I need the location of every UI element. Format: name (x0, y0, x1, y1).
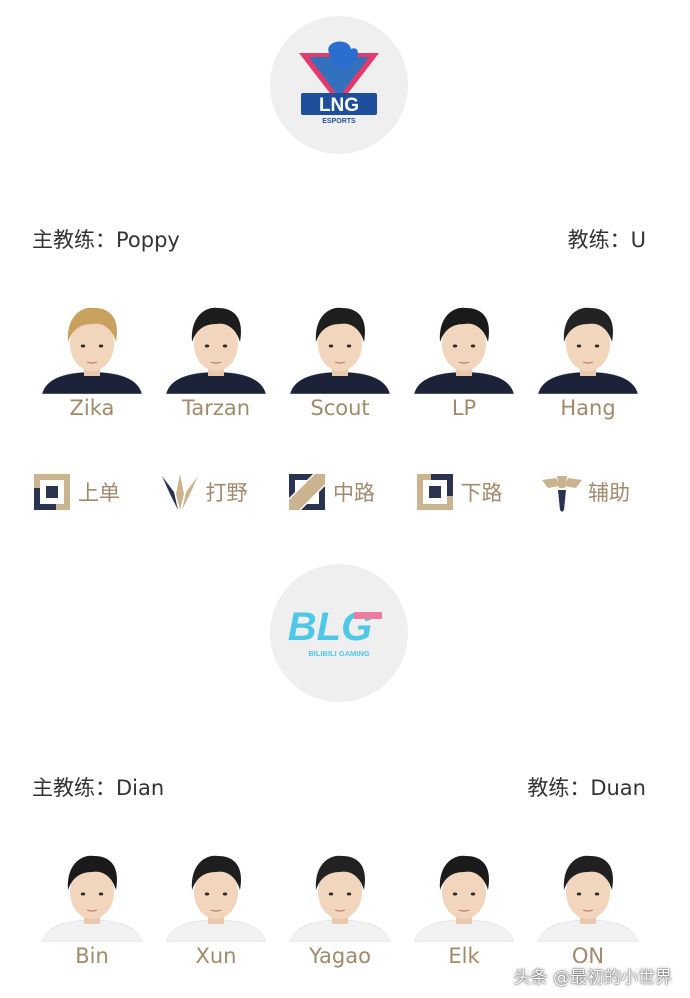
player-name: ON (571, 944, 605, 968)
player-portrait (165, 307, 267, 394)
jungle-icon (161, 474, 198, 510)
role-label: 辅助 (588, 481, 630, 505)
player-card: Zika (30, 298, 154, 420)
player-card: Scout (278, 298, 402, 420)
role-bot: 下路 (413, 470, 503, 514)
role-label: 上单 (78, 481, 120, 505)
player-portrait (41, 855, 143, 942)
player-card: ON (526, 846, 650, 968)
player-card: LP (402, 298, 526, 420)
team2-coach: 教练：Duan (527, 776, 646, 800)
role-support: 辅助 (540, 470, 630, 514)
player-card: Hang (526, 298, 650, 420)
team1-coach-row: 主教练：Poppy 教练：U (32, 224, 646, 254)
role-legend: 上单 打野 中路 下路 辅助 (30, 470, 630, 514)
role-label: 中路 (333, 481, 375, 505)
bot-lane-icon (416, 474, 453, 510)
player-name: Tarzan (181, 396, 251, 420)
team2-head-coach: 主教练：Dian (32, 776, 165, 800)
player-name: Bin (75, 944, 109, 968)
player-card: Bin (30, 846, 154, 968)
blg-logo-icon: BLG BILIBILI GAMING (288, 605, 382, 658)
player-card: Elk (402, 846, 526, 968)
role-jungle: 打野 (158, 470, 248, 514)
team2-coach-row: 主教练：Dian 教练：Duan (32, 772, 646, 802)
watermark: 头条 @最初的小世界 (513, 968, 672, 988)
player-portrait (537, 855, 639, 942)
player-card: Tarzan (154, 298, 278, 420)
player-portrait (41, 307, 143, 394)
lng-logo: LNG ESPORTS (270, 16, 408, 154)
blg-logo-sub: BILIBILI GAMING (308, 649, 369, 658)
player-name: Zika (69, 396, 115, 420)
player-card: Yagao (278, 846, 402, 968)
player-name: Yagao (309, 944, 371, 968)
lng-logo-icon: LNG ESPORTS (299, 41, 379, 125)
role-label: 打野 (205, 481, 248, 505)
player-card: Xun (154, 846, 278, 968)
player-name: Hang (560, 396, 616, 420)
team1-head-coach: 主教练：Poppy (32, 228, 180, 252)
team2-players: Bin Xun Yagao Elk ON (30, 846, 650, 968)
player-portrait (289, 855, 391, 942)
player-portrait (537, 307, 639, 394)
player-name: Scout (310, 396, 370, 420)
team1-coach: 教练：U (567, 228, 646, 252)
lng-logo-sub: ESPORTS (322, 118, 356, 125)
lng-logo-text: LNG (319, 95, 359, 116)
mid-lane-icon (289, 474, 325, 510)
player-portrait (289, 307, 391, 394)
top-lane-icon (34, 474, 70, 510)
player-name: Elk (448, 944, 480, 968)
player-portrait (413, 855, 515, 942)
role-top: 上单 (30, 470, 120, 514)
player-portrait (413, 307, 515, 394)
role-label: 下路 (460, 481, 503, 505)
player-name: LP (451, 396, 477, 420)
role-mid: 中路 (285, 470, 375, 514)
blg-logo-text: BLG (288, 605, 372, 649)
blg-logo: BLG BILIBILI GAMING (270, 564, 408, 702)
player-portrait (165, 855, 267, 942)
team1-players: Zika Tarzan Scout LP Hang (30, 298, 650, 420)
player-name: Xun (195, 944, 237, 968)
support-icon (542, 476, 582, 512)
